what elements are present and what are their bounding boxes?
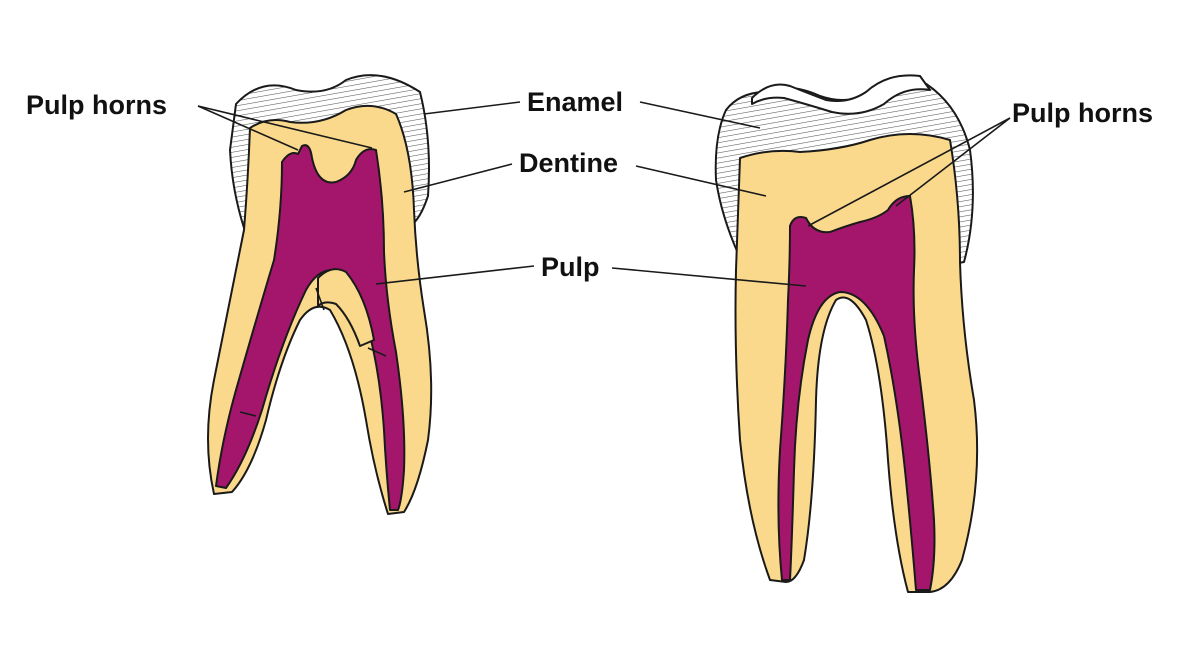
right-cusp-surface xyxy=(751,74,931,115)
label-pulp-horns-left: Pulp horns xyxy=(26,90,167,120)
label-pulp-horns-right: Pulp horns xyxy=(1012,98,1153,128)
leader-pulp-horns-right-b xyxy=(895,117,1011,207)
left-canal-mark-1 xyxy=(315,287,325,311)
leader-pulp-horns-left-b xyxy=(197,105,373,149)
leader-pulp-horns-left-a xyxy=(197,105,299,151)
leader-pulp-horns-right-a xyxy=(807,117,1011,227)
right-dentine xyxy=(734,133,979,593)
right-tooth xyxy=(714,74,979,593)
left-canal-mark-2 xyxy=(367,347,387,357)
leader-enamel-right xyxy=(639,101,761,129)
leader-lines xyxy=(197,101,1011,287)
leader-pulp-right xyxy=(611,267,807,287)
label-pulp: Pulp xyxy=(541,252,600,282)
left-canal-mark-3 xyxy=(239,411,257,417)
label-dentine: Dentine xyxy=(519,148,619,178)
label-enamel: Enamel xyxy=(527,87,624,117)
leader-dentine-left xyxy=(403,163,513,193)
leader-dentine-right xyxy=(635,165,767,197)
left-tooth xyxy=(207,74,433,515)
right-pulp xyxy=(777,195,936,591)
leader-enamel-left xyxy=(423,101,521,115)
left-pulp xyxy=(215,144,406,511)
left-interradicular-dentine xyxy=(317,268,375,347)
leader-pulp-left xyxy=(375,265,535,285)
